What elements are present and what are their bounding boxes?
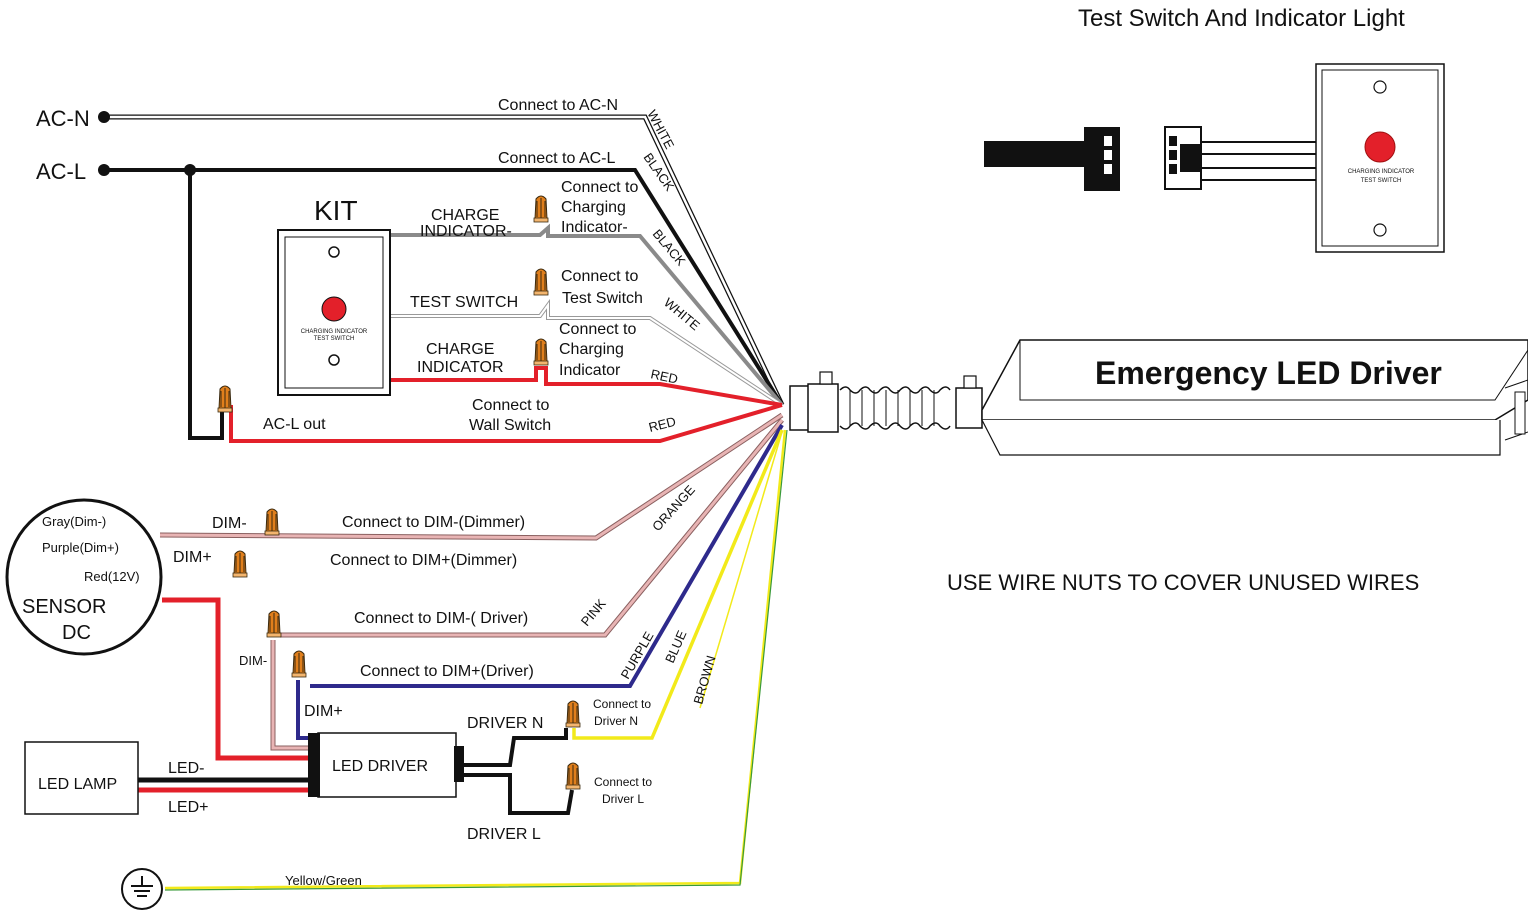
svg-text:Connect to: Connect to [594,775,652,789]
svg-text:Yellow/Green: Yellow/Green [285,873,362,888]
wire-nut-icon [565,700,581,728]
svg-text:LED+: LED+ [168,799,208,816]
svg-text:Connect to: Connect to [472,397,549,414]
wire-brown-driver-l [699,431,783,709]
svg-text:Indicator-: Indicator- [561,219,628,236]
ac-terminals: AC-N AC-L [36,106,196,184]
ac-l-out-label: AC-L out [263,416,326,433]
wire-nut-icon [565,762,581,790]
svg-text:BROWN: BROWN [690,654,718,706]
right-title: Test Switch And Indicator Light [1078,5,1405,32]
kit-screw-top [328,246,340,258]
conduit-connector [789,371,983,433]
ground-icon [121,868,163,910]
svg-text:DC: DC [62,622,91,644]
wire-nut-icon [266,610,282,638]
svg-text:INDICATOR-: INDICATOR- [420,223,512,240]
connect-labels: Connect to AC-N Connect to AC-L Connect … [263,97,643,434]
ac-n-label: AC-N [36,106,90,131]
wire-red-wall-switch [229,403,783,443]
svg-text:INDICATOR: INDICATOR [417,359,504,376]
svg-text:CHARGING INDICATOR: CHARGING INDICATOR [1348,169,1415,175]
svg-text:Purple(Dim+): Purple(Dim+) [42,540,119,555]
wire-gray-charge-indicator-minus [388,223,784,407]
svg-text:DIM-: DIM- [239,653,267,668]
sensor: Gray(Dim-) Purple(Dim+) Red(12V) SENSOR … [5,498,163,656]
ac-l-junction [184,164,196,176]
wire-red-charge-indicator [388,366,783,407]
wire-nut-icon [232,550,248,578]
svg-text:Connect to DIM+(Driver): Connect to DIM+(Driver) [360,663,534,680]
svg-text:Indicator: Indicator [559,362,621,379]
svg-text:LED-: LED- [168,760,204,777]
svg-text:RED: RED [649,366,679,386]
svg-text:PINK: PINK [578,596,609,629]
connect-ac-l: Connect to AC-L [498,150,616,167]
svg-text:SENSOR: SENSOR [22,596,106,618]
svg-text:Connect to: Connect to [559,321,636,338]
svg-text:Connect to: Connect to [561,179,638,196]
svg-text:Charging: Charging [559,341,624,358]
emergency-led-driver: Emergency LED Driver [981,339,1528,456]
driver-output-labels: DRIVER N DRIVER L Connect to Driver N Co… [467,697,652,843]
svg-text:Connect to DIM-( Driver): Connect to DIM-( Driver) [354,610,528,627]
svg-text:Charging: Charging [561,199,626,216]
svg-text:TEST SWITCH: TEST SWITCH [1361,178,1402,184]
svg-text:Gray(Dim-): Gray(Dim-) [42,514,106,529]
kit-indicator-light [321,296,347,322]
emergency-driver-title: Emergency LED Driver [1095,355,1442,391]
svg-text:DIM+: DIM+ [173,549,212,566]
wire-black-ac-l-drop [188,170,224,440]
led-driver: LED DRIVER [308,732,464,798]
svg-text:Driver L: Driver L [602,792,644,806]
wire-nut-icon [533,268,549,296]
kit-title: KIT [314,195,358,226]
svg-text:Connect to: Connect to [561,268,638,285]
indicator-light-icon [1364,131,1396,163]
wire-black-ac-l [105,168,784,407]
svg-text:DIM+: DIM+ [304,703,343,720]
charge-indicator-minus-label: CHARGE [431,207,499,224]
wires [105,114,788,891]
wire-yellow-driver-n [572,429,784,740]
wire-red-sensor-12v [162,597,310,761]
svg-text:Connect to DIM-(Dimmer): Connect to DIM-(Dimmer) [342,514,525,531]
wire-nut-icon [533,195,549,223]
ac-n-terminal [98,111,110,123]
svg-text:Test Switch: Test Switch [562,290,643,307]
test-switch-indicator: Test Switch And Indicator Light CHARGING… [984,5,1445,253]
wire-nut-icon [291,650,307,678]
wire-purple-dim-plus-driver [296,680,310,740]
dim-labels: DIM- DIM+ DIM- DIM+ Connect to DIM-(Dimm… [173,514,534,720]
svg-text:DRIVER N: DRIVER N [467,715,543,732]
svg-text:Connect to: Connect to [593,697,651,711]
wire-black-driver-n [460,728,568,767]
led-lamp: LED LAMP LED- LED+ [24,741,208,816]
svg-text:Red(12V): Red(12V) [84,569,140,584]
svg-text:Wall Switch: Wall Switch [469,417,551,434]
wire-nut-icon [533,338,549,366]
svg-text:DIM-: DIM- [212,515,247,532]
svg-text:Connect to DIM+(Dimmer): Connect to DIM+(Dimmer) [330,552,517,569]
svg-text:TEST SWITCH: TEST SWITCH [314,336,355,342]
kit-screw-bottom [328,354,340,366]
note-unused-wires: USE WIRE NUTS TO COVER UNUSED WIRES [947,570,1419,595]
ac-l-terminal [98,164,110,176]
wire-nut-icon [264,508,280,536]
wire-black-driver-l [460,773,574,815]
svg-text:LED DRIVER: LED DRIVER [332,758,428,775]
svg-text:DRIVER L: DRIVER L [467,826,541,843]
svg-text:LED LAMP: LED LAMP [38,776,117,793]
svg-text:RED: RED [647,414,677,435]
connect-ac-n: Connect to AC-N [498,97,618,114]
charge-indicator-label: CHARGE [426,341,494,358]
wire-nut-icon [217,385,233,413]
ac-l-label: AC-L [36,159,86,184]
kit-switch-plate: KIT CHARGING INDICATOR TEST SWITCH CHARG… [277,195,518,396]
test-switch-label: TEST SWITCH [410,294,518,311]
svg-text:ORANGE: ORANGE [649,482,698,534]
svg-text:Driver N: Driver N [594,714,638,728]
svg-text:CHARGING INDICATOR: CHARGING INDICATOR [301,329,368,335]
